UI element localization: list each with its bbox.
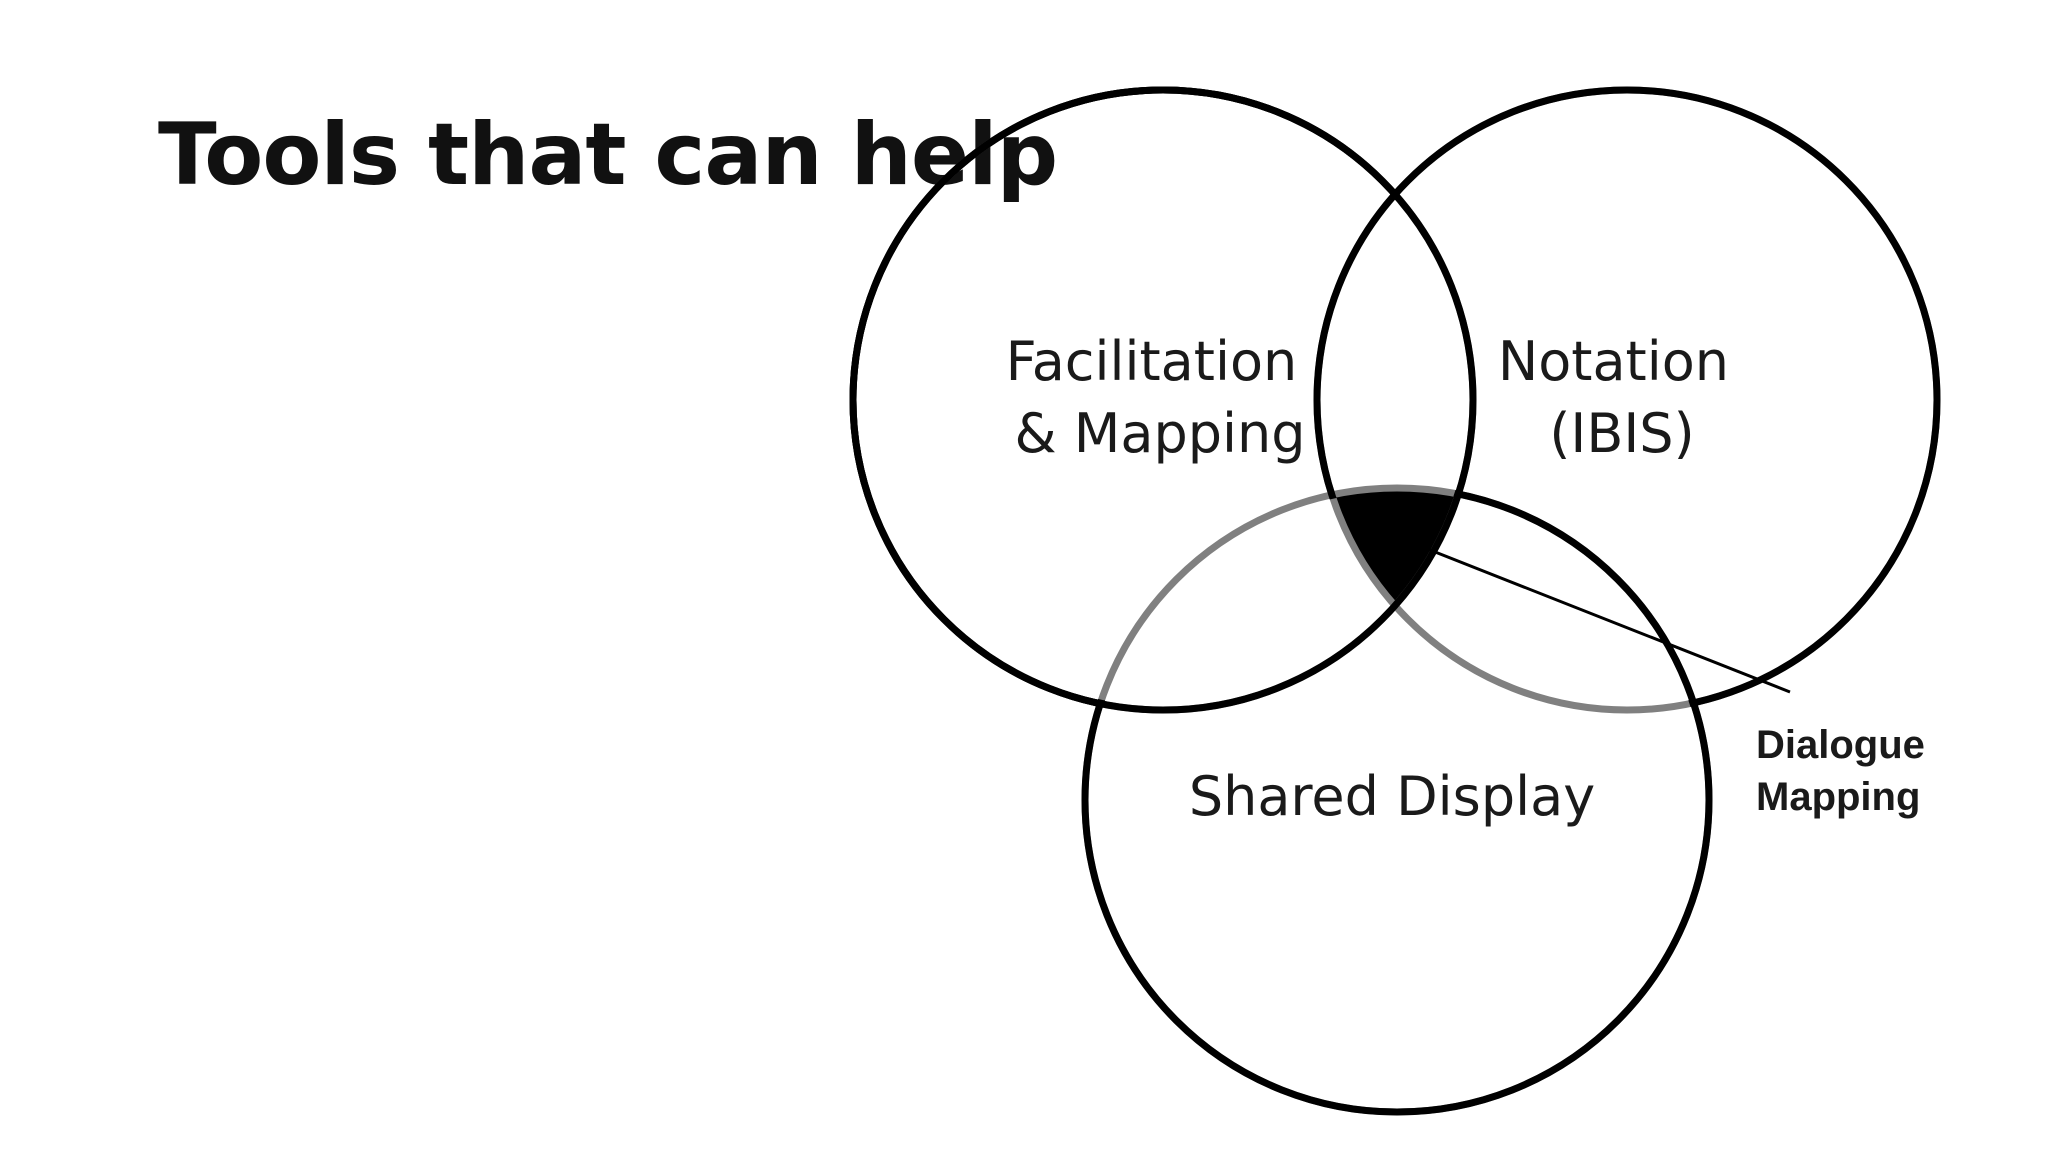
- notation-label-line-2: (IBIS): [1549, 402, 1694, 465]
- circle-notation-outline: [1313, 86, 1941, 714]
- shared-display-label: Shared Display: [1189, 765, 1595, 828]
- facilitation-label-line-2: & Mapping: [1014, 402, 1305, 465]
- notation-label: Notation (IBIS): [1498, 330, 1746, 465]
- circle-facilitation-outline: [849, 86, 1477, 714]
- facilitation-label: Facilitation & Mapping: [1006, 330, 1315, 465]
- facilitation-label-line-1: Facilitation: [1006, 330, 1298, 393]
- shared-display-label-line-1: Shared Display: [1189, 765, 1595, 828]
- dialogue-mapping-label-line-1: Dialogue: [1756, 723, 1925, 767]
- dialogue-mapping-label-line-2: Mapping: [1756, 775, 1920, 819]
- dialogue-mapping-leader-line: [1424, 546, 1791, 694]
- dialogue-mapping-label: Dialogue Mapping: [1756, 723, 1936, 819]
- notation-label-line-1: Notation: [1498, 330, 1729, 393]
- slide-title: Tools that can help: [158, 105, 1058, 205]
- circle-shared-display-outline: [1081, 484, 1713, 1116]
